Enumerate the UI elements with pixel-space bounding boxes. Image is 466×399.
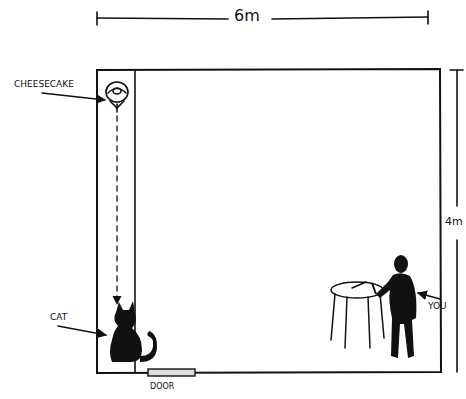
leader-arrow [42, 93, 105, 100]
inner-wall [134, 70, 136, 372]
dimension-line [456, 70, 458, 206]
door [148, 369, 195, 376]
part-label: DOOR [150, 383, 174, 391]
room-wall [97, 69, 441, 373]
dimension-label-box: 6m [234, 8, 260, 24]
part-label-box: CAT [50, 313, 67, 322]
dimension-tick [96, 12, 98, 25]
part-label-box: YOU [428, 302, 447, 311]
dimension-label-box: 4m [445, 216, 463, 227]
part-label: CHEESECAKE [14, 80, 74, 89]
stool [331, 282, 384, 348]
dimension-tick [427, 11, 429, 24]
dimension-line [97, 18, 228, 19]
cheesecake-icon [106, 82, 128, 112]
dimension-label: 4m [445, 216, 463, 227]
cat-silhouette [110, 301, 157, 362]
dashed-arrow [116, 116, 117, 304]
leader-arrow [58, 326, 106, 335]
person-silhouette [372, 255, 416, 358]
part-label-box: DOOR [150, 383, 174, 391]
leader-arrow [418, 293, 440, 299]
dimension-line [456, 240, 458, 372]
dimension-label: 6m [234, 8, 260, 24]
part-label: CAT [50, 313, 67, 322]
part-label-box: CHEESECAKE [14, 80, 74, 89]
part-label: YOU [428, 302, 447, 311]
dimension-line [272, 17, 428, 19]
